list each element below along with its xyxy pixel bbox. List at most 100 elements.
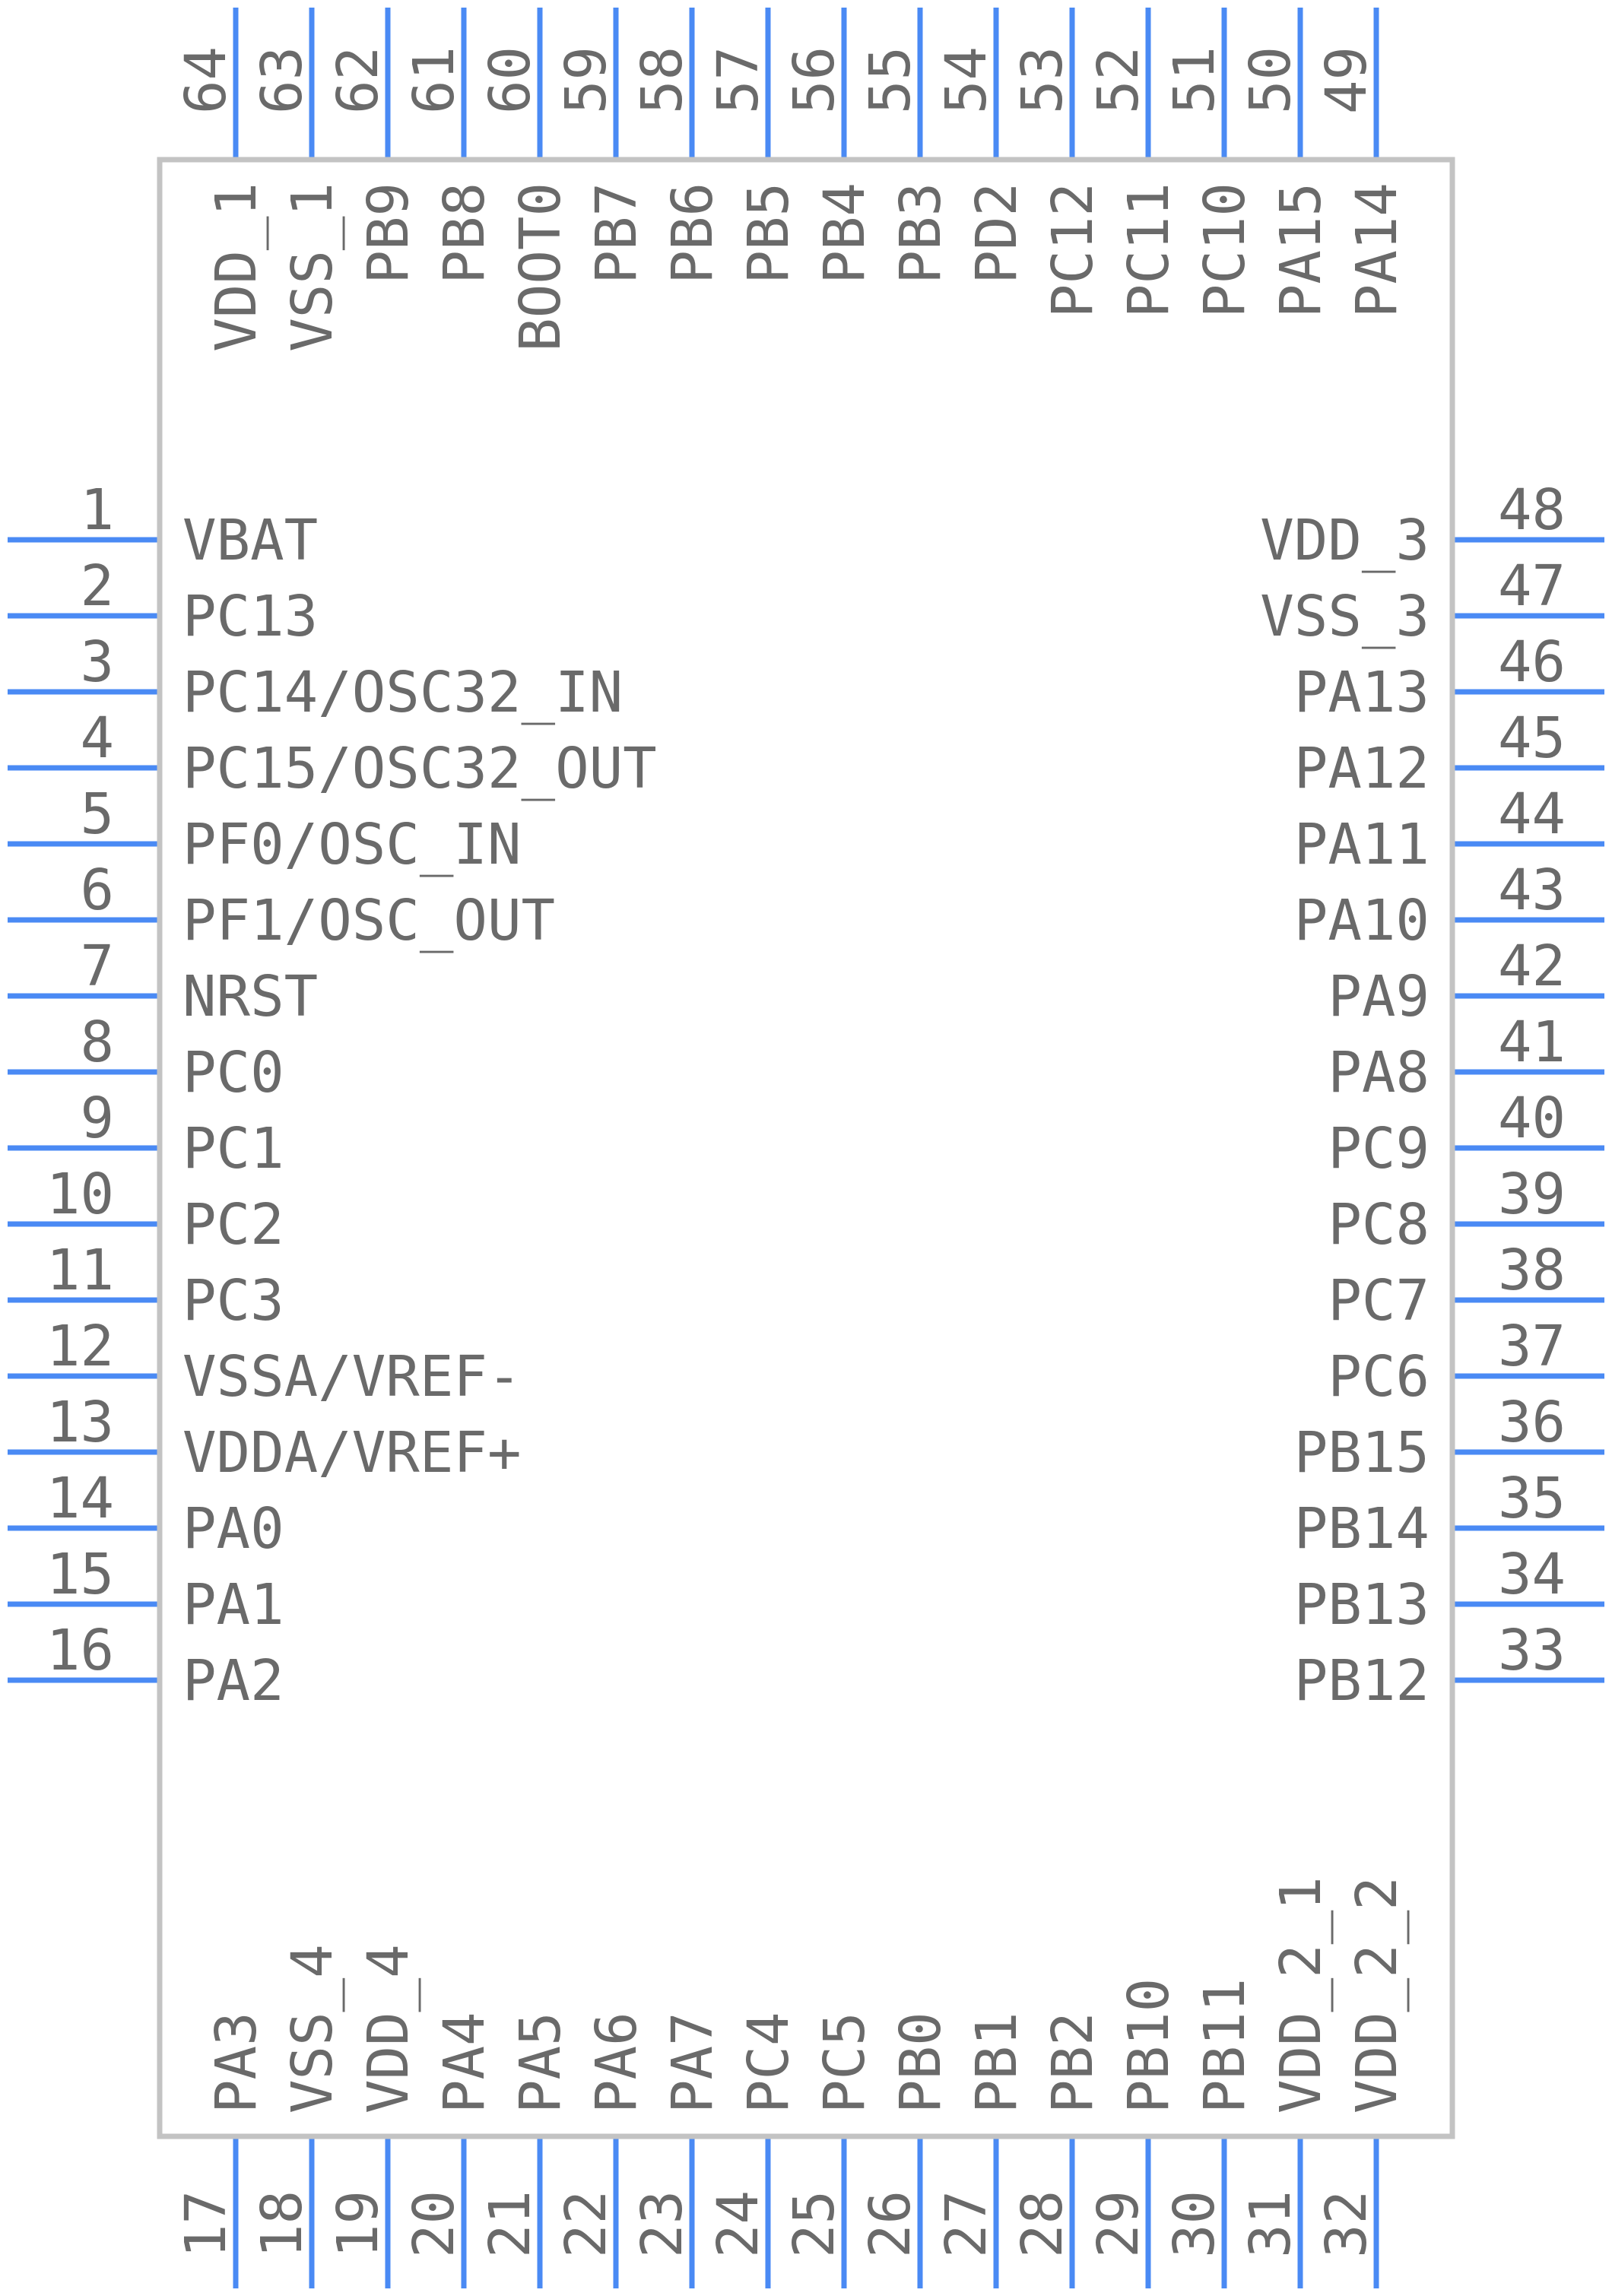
- pin-13-name: VDDA/VREF+: [182, 1420, 522, 1486]
- pin-52-name: PC11: [1116, 182, 1182, 318]
- pin-3-name: PC14/OSC32_IN: [182, 660, 623, 725]
- pin-61-name: PB8: [432, 182, 497, 284]
- pin-15-name: PA1: [182, 1572, 284, 1638]
- pin-53-number: 53: [1010, 46, 1075, 114]
- pin-45-name: PA12: [1294, 736, 1430, 801]
- pin-27-name: PB1: [964, 2012, 1030, 2114]
- pin-29-number: 29: [1086, 2190, 1151, 2258]
- pin-51-number: 51: [1162, 46, 1227, 114]
- pin-9-number: 9: [80, 1086, 114, 1151]
- pin-21-number: 21: [478, 2190, 543, 2258]
- pin-28-name: PB2: [1040, 2012, 1106, 2114]
- pin-21-name: PA5: [508, 2012, 573, 2114]
- pin-7-number: 7: [80, 934, 114, 999]
- pin-58-number: 58: [630, 46, 695, 114]
- pin-39-number: 39: [1498, 1162, 1566, 1227]
- pin-16-name: PA2: [182, 1648, 284, 1714]
- pin-56-number: 56: [782, 46, 847, 114]
- pin-46-name: PA13: [1294, 660, 1430, 725]
- pin-41-name: PA8: [1328, 1040, 1430, 1105]
- pin-60-number: 60: [478, 46, 543, 114]
- pin-36-name: PB15: [1294, 1420, 1430, 1486]
- pin-42-number: 42: [1498, 934, 1566, 999]
- pin-50-name: PA15: [1268, 182, 1334, 318]
- pin-38-number: 38: [1498, 1238, 1566, 1303]
- pin-52-number: 52: [1086, 46, 1151, 114]
- pin-55-name: PB3: [888, 182, 954, 284]
- pin-18-number: 18: [249, 2190, 315, 2258]
- pin-5-number: 5: [80, 782, 114, 847]
- pin-55-number: 55: [858, 46, 923, 114]
- pin-1-name: VBAT: [182, 508, 318, 573]
- pin-8-number: 8: [80, 1010, 114, 1075]
- pin-46-number: 46: [1498, 629, 1566, 695]
- pin-39-name: PC8: [1328, 1192, 1430, 1257]
- pin-23-number: 23: [630, 2190, 695, 2258]
- pin-54-number: 54: [934, 46, 999, 114]
- pin-19-name: VDD_4: [356, 1944, 421, 2114]
- pin-5-name: PF0/OSC_IN: [182, 812, 522, 877]
- pin-30-number: 30: [1162, 2190, 1227, 2258]
- pin-22-number: 22: [554, 2190, 619, 2258]
- pin-24-number: 24: [706, 2190, 771, 2258]
- pin-48-number: 48: [1498, 477, 1566, 543]
- pin-57-number: 57: [706, 46, 771, 114]
- pin-15-number: 15: [46, 1542, 114, 1607]
- pin-29-name: PB10: [1116, 1978, 1182, 2114]
- pin-37-number: 37: [1498, 1314, 1566, 1379]
- pin-37-name: PC6: [1328, 1344, 1430, 1410]
- pin-30-name: PB11: [1192, 1978, 1258, 2114]
- pin-6-number: 6: [80, 858, 114, 923]
- pin-24-name: PC4: [736, 2012, 801, 2114]
- pin-33-name: PB12: [1294, 1648, 1430, 1714]
- pin-12-number: 12: [46, 1314, 114, 1379]
- pin-31-number: 31: [1238, 2190, 1303, 2258]
- pin-57-name: PB5: [736, 182, 801, 284]
- pin-7-name: NRST: [182, 964, 318, 1029]
- pin-43-number: 43: [1498, 858, 1566, 923]
- pin-20-name: PA4: [432, 2012, 497, 2114]
- pin-27-number: 27: [934, 2190, 999, 2258]
- pin-22-name: PA6: [584, 2012, 649, 2114]
- pins-layer: [8, 8, 1604, 2288]
- pin-14-number: 14: [46, 1466, 114, 1531]
- pin-56-name: PB4: [812, 182, 877, 284]
- pin-26-number: 26: [858, 2190, 923, 2258]
- pin-17-number: 17: [173, 2190, 239, 2258]
- pin-41-number: 41: [1498, 1010, 1566, 1075]
- pin-45-number: 45: [1498, 706, 1566, 771]
- pin-25-name: PC5: [812, 2012, 877, 2114]
- pin-17-name: PA3: [204, 2012, 269, 2114]
- ic-body: [157, 157, 1455, 2139]
- pin-4-name: PC15/OSC32_OUT: [182, 736, 657, 801]
- pin-59-name: PB7: [584, 182, 649, 284]
- pin-40-name: PC9: [1328, 1116, 1430, 1181]
- pin-62-number: 62: [325, 46, 391, 114]
- pin-44-name: PA11: [1294, 812, 1430, 877]
- pin-1-number: 1: [80, 477, 114, 543]
- pin-60-name: BOOT0: [508, 182, 573, 352]
- pin-34-name: PB13: [1294, 1572, 1430, 1638]
- pin-49-name: PA14: [1344, 182, 1410, 318]
- pin-51-name: PC10: [1192, 182, 1258, 318]
- pin-4-number: 4: [80, 706, 114, 771]
- pin-20-number: 20: [401, 2190, 467, 2258]
- pin-58-name: PB6: [660, 182, 725, 284]
- pin-34-number: 34: [1498, 1542, 1566, 1607]
- pin-47-number: 47: [1498, 553, 1566, 619]
- pin-43-name: PA10: [1294, 888, 1430, 953]
- pin-63-name: VSS_1: [280, 182, 345, 352]
- pin-38-name: PC7: [1328, 1268, 1430, 1334]
- pin-36-number: 36: [1498, 1390, 1566, 1455]
- pin-49-number: 49: [1314, 46, 1379, 114]
- pin-32-name: VDD_2_2: [1344, 1876, 1410, 2114]
- pin-32-number: 32: [1314, 2190, 1379, 2258]
- pin-18-name: VSS_4: [280, 1944, 345, 2114]
- pin-54-name: PD2: [964, 182, 1030, 284]
- pin-64-number: 64: [173, 46, 239, 114]
- pin-61-number: 61: [401, 46, 467, 114]
- pin-33-number: 33: [1498, 1618, 1566, 1683]
- pin-11-name: PC3: [182, 1268, 284, 1334]
- pin-11-number: 11: [46, 1238, 114, 1303]
